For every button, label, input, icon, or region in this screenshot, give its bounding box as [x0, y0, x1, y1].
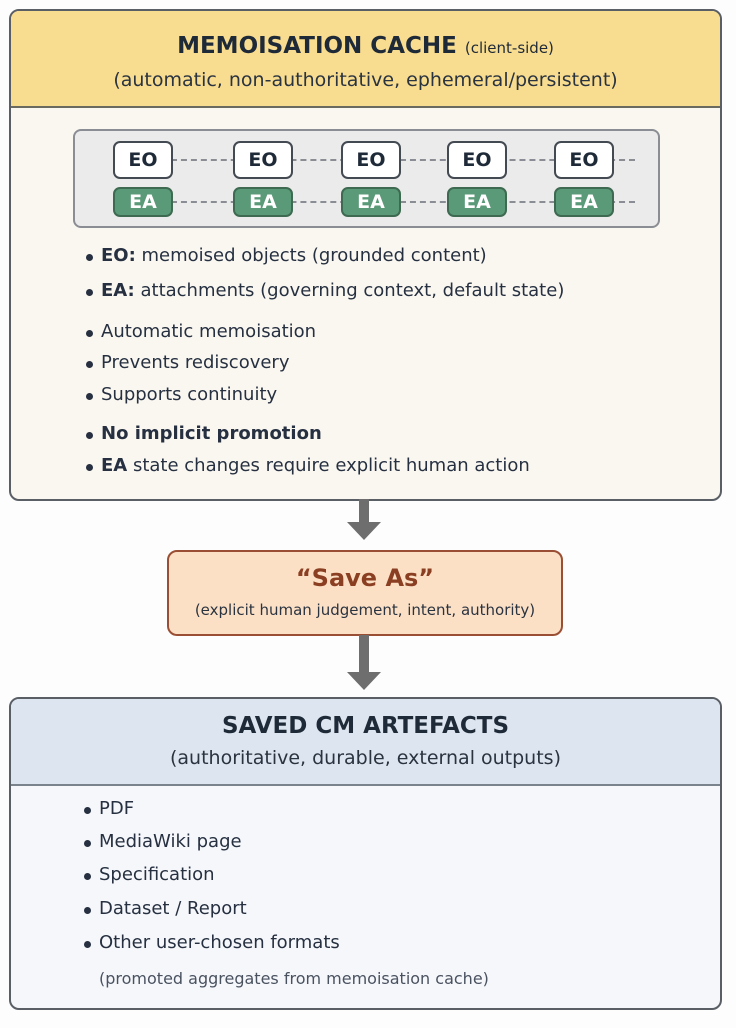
definition-ea: EA: attachments (governing context, defa…	[85, 280, 565, 301]
eo-node: EO	[341, 141, 401, 179]
save-as-title: “Save As”	[295, 564, 435, 592]
term: No implicit promotion	[101, 423, 322, 444]
arrow-down-icon	[347, 522, 381, 540]
arrow-shaft	[359, 635, 369, 673]
cache-title: MEMOISATION CACHE (client-side)	[11, 33, 720, 59]
artefact-item: MediaWiki page	[84, 831, 242, 852]
eo-node: EO	[554, 141, 614, 179]
save-as-box: “Save As” (explicit human judgement, int…	[167, 550, 563, 636]
ea-connector	[171, 201, 635, 203]
eo-node: EO	[113, 141, 173, 179]
feature-item: Supports continuity	[85, 384, 278, 405]
cache-subtitle: (automatic, non-authoritative, ephemeral…	[113, 69, 618, 91]
term: EA	[101, 455, 128, 476]
artefacts-subtitle: (authoritative, durable, external output…	[169, 747, 561, 769]
rule-item: EA state changes require explicit human …	[86, 455, 530, 476]
ea-node: EA	[341, 187, 401, 217]
memoisation-cache-box: MEMOISATION CACHE (client-side) (automat…	[9, 9, 722, 501]
saved-artefacts-box: SAVED CM ARTEFACTS (authoritative, durab…	[9, 697, 722, 1010]
eo-node: EO	[233, 141, 293, 179]
definition-text: attachments (governing context, default …	[134, 280, 565, 301]
feature-item: Prevents rediscovery	[85, 352, 290, 373]
cache-title-text: MEMOISATION CACHE	[177, 33, 457, 59]
artefact-item: Dataset / Report	[84, 898, 247, 919]
definition-text: memoised objects (grounded content)	[135, 245, 487, 266]
arrow-down-icon	[347, 672, 381, 690]
term: EA:	[101, 280, 135, 301]
feature-item: Automatic memoisation	[85, 321, 317, 342]
ea-node: EA	[554, 187, 614, 217]
artefacts-header: SAVED CM ARTEFACTS (authoritative, durab…	[11, 699, 720, 786]
rule-text: state changes require explicit human act…	[127, 455, 530, 476]
artefact-item: PDF	[83, 798, 135, 819]
artefact-item: Specification	[84, 864, 215, 885]
cache-title-note: (client-side)	[464, 39, 554, 57]
cache-header: MEMOISATION CACHE (client-side) (automat…	[11, 11, 720, 108]
ea-node: EA	[233, 187, 293, 217]
ea-node: EA	[113, 187, 173, 217]
artefacts-title: SAVED CM ARTEFACTS	[221, 713, 510, 739]
eo-node: EO	[447, 141, 507, 179]
artefact-item: Other user-chosen formats	[84, 932, 340, 953]
term: EO:	[101, 245, 136, 266]
rule-item: No implicit promotion	[86, 423, 322, 444]
artefacts-note: (promoted aggregates from memoisation ca…	[99, 969, 489, 988]
arrow-shaft	[359, 499, 369, 523]
ea-node: EA	[447, 187, 507, 217]
save-as-subtitle: (explicit human judgement, intent, autho…	[194, 601, 536, 619]
cache-entries-panel: EO EO EO EO EO EA EA EA EA EA	[73, 129, 660, 228]
definition-eo: EO: memoised objects (grounded content)	[86, 245, 487, 266]
eo-connector	[171, 159, 635, 161]
